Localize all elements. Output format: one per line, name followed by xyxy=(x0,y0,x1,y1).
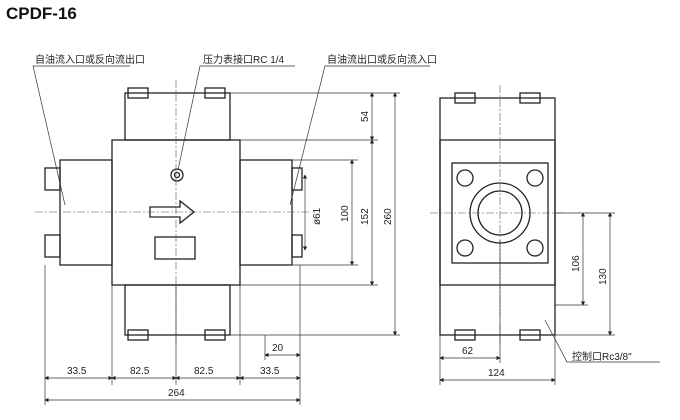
gauge-port-icon xyxy=(170,168,184,182)
dimension-d100: 100 xyxy=(340,205,351,222)
inlet-label: 自油流入口或反向流出口 xyxy=(35,53,145,66)
flow-arrow-icon xyxy=(149,199,196,225)
nameplate xyxy=(154,236,196,260)
dimension-d264: 264 xyxy=(168,388,185,399)
dimension-d130: 130 xyxy=(598,268,609,285)
dimension-d82a: 82.5 xyxy=(130,366,150,377)
side-view xyxy=(430,85,565,345)
leaders: 自油流入口或反向流出口 压力表接口RC 1/4 自油流出口或反向流入口 控制口R… xyxy=(32,53,660,363)
dimension-d61: ø61 xyxy=(312,207,323,225)
dimension-d33a: 33.5 xyxy=(67,366,87,377)
dimension-d106: 106 xyxy=(571,255,582,272)
dimension-d33b: 33.5 xyxy=(260,366,280,377)
outlet-label: 自油流出口或反向流入口 xyxy=(327,53,437,66)
dimension-d152: 152 xyxy=(360,208,371,225)
dimension-d54: 54 xyxy=(360,110,371,122)
dimension-d82b: 82.5 xyxy=(194,366,214,377)
dimension-d20: 20 xyxy=(272,343,284,354)
front-view xyxy=(35,80,310,345)
dimension-labels: 54 260 152 100 ø61 33.5 82.5 82.5 33.5 2… xyxy=(67,110,609,399)
dimension-d260: 260 xyxy=(383,208,394,225)
gauge-label: 压力表接口RC 1/4 xyxy=(203,53,285,66)
control-label: 控制口Rc3/8" xyxy=(572,350,632,363)
dimension-d62: 62 xyxy=(462,346,474,357)
dimension-d124: 124 xyxy=(488,368,505,379)
model-title: CPDF-16 xyxy=(6,4,77,23)
